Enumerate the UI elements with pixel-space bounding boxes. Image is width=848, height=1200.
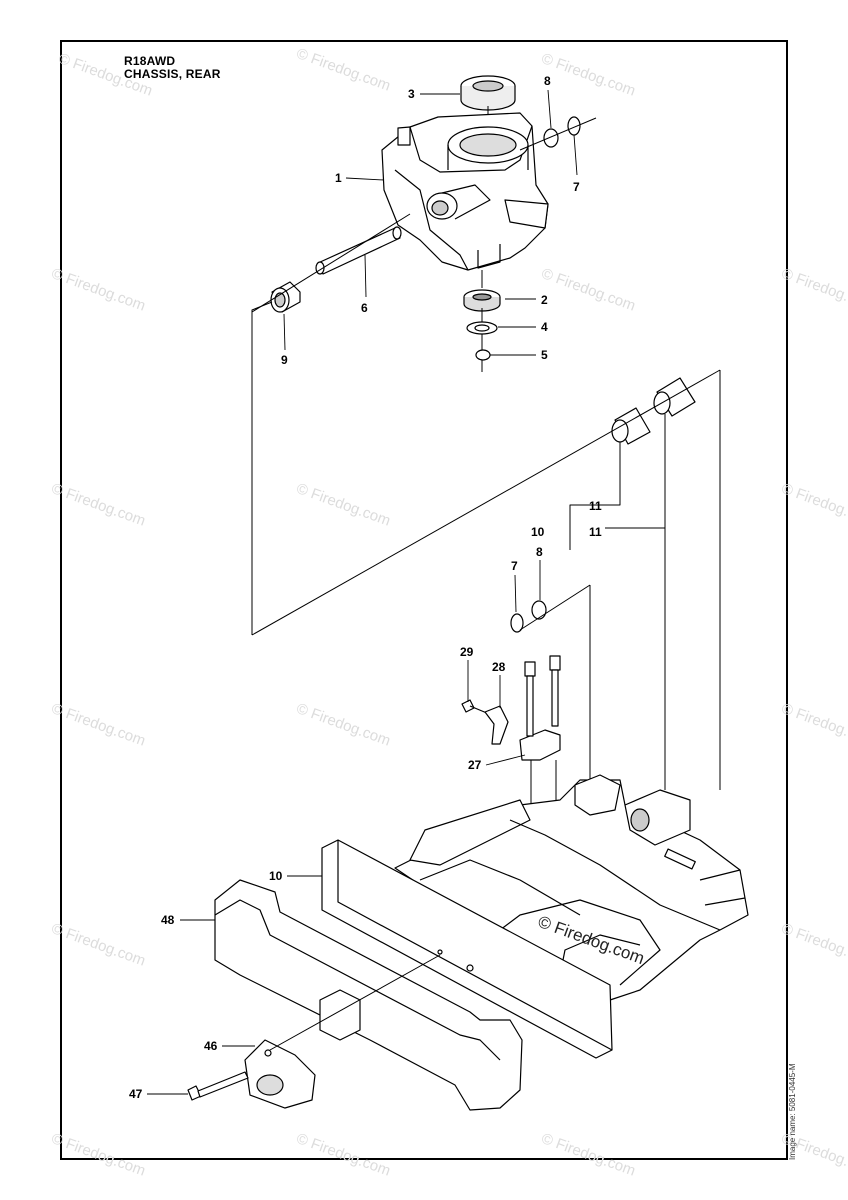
callout-10-upper: 10: [531, 525, 545, 539]
pivot-housing-part-1: [381, 112, 549, 271]
bearing-part-2: [463, 289, 501, 312]
washer-part-8-lower: [531, 600, 547, 620]
bracket-part-28: [484, 705, 509, 745]
bushing-part-9: [270, 281, 301, 313]
callout-11-upper: 11: [589, 499, 602, 513]
callout-7-lower: 7: [511, 559, 518, 573]
callout-47: 47: [129, 1087, 143, 1101]
seal-ring-part-3: [460, 75, 516, 111]
bolt-long-1: [524, 661, 536, 737]
callout-29: 29: [460, 645, 474, 659]
circlip-part-7-lower: [510, 613, 524, 633]
hitch-bracket-part-46: [244, 1039, 316, 1109]
callout-11-lower: 11: [589, 525, 602, 539]
callout-28: 28: [492, 660, 506, 674]
washer-part-8: [543, 128, 559, 148]
bushing-part-11-right: [653, 377, 696, 417]
image-code: Image name: 5081-0445-M: [788, 1063, 797, 1161]
callout-46: 46: [204, 1039, 218, 1053]
callout-4: 4: [541, 320, 548, 334]
callout-9: 9: [281, 353, 288, 367]
bolt-part-47: [187, 1071, 249, 1101]
callout-1: 1: [335, 171, 342, 185]
circlip-part-5: [475, 349, 491, 361]
callout-8-upper: 8: [544, 74, 551, 88]
callout-8-lower: 8: [536, 545, 543, 559]
callout-48: 48: [161, 913, 175, 927]
chassis-frame: [394, 774, 749, 1001]
pin-part-6: [315, 226, 402, 275]
bumper-bar-part-10: [321, 839, 613, 1059]
model-title: R18AWD: [124, 54, 176, 68]
bolt-long-2: [549, 655, 561, 727]
bushing-part-11-left: [611, 407, 651, 445]
callout-7-upper: 7: [573, 180, 580, 194]
callout-2: 2: [541, 293, 548, 307]
section-title: CHASSIS, REAR: [124, 67, 221, 81]
callout-3: 3: [408, 87, 415, 101]
callout-27: 27: [468, 758, 482, 772]
callout-5: 5: [541, 348, 548, 362]
callout-6: 6: [361, 301, 368, 315]
drawing-frame: [60, 40, 788, 1160]
callout-10-lower: 10: [269, 869, 283, 883]
washer-part-4: [466, 321, 498, 335]
bracket-part-27: [519, 729, 561, 761]
